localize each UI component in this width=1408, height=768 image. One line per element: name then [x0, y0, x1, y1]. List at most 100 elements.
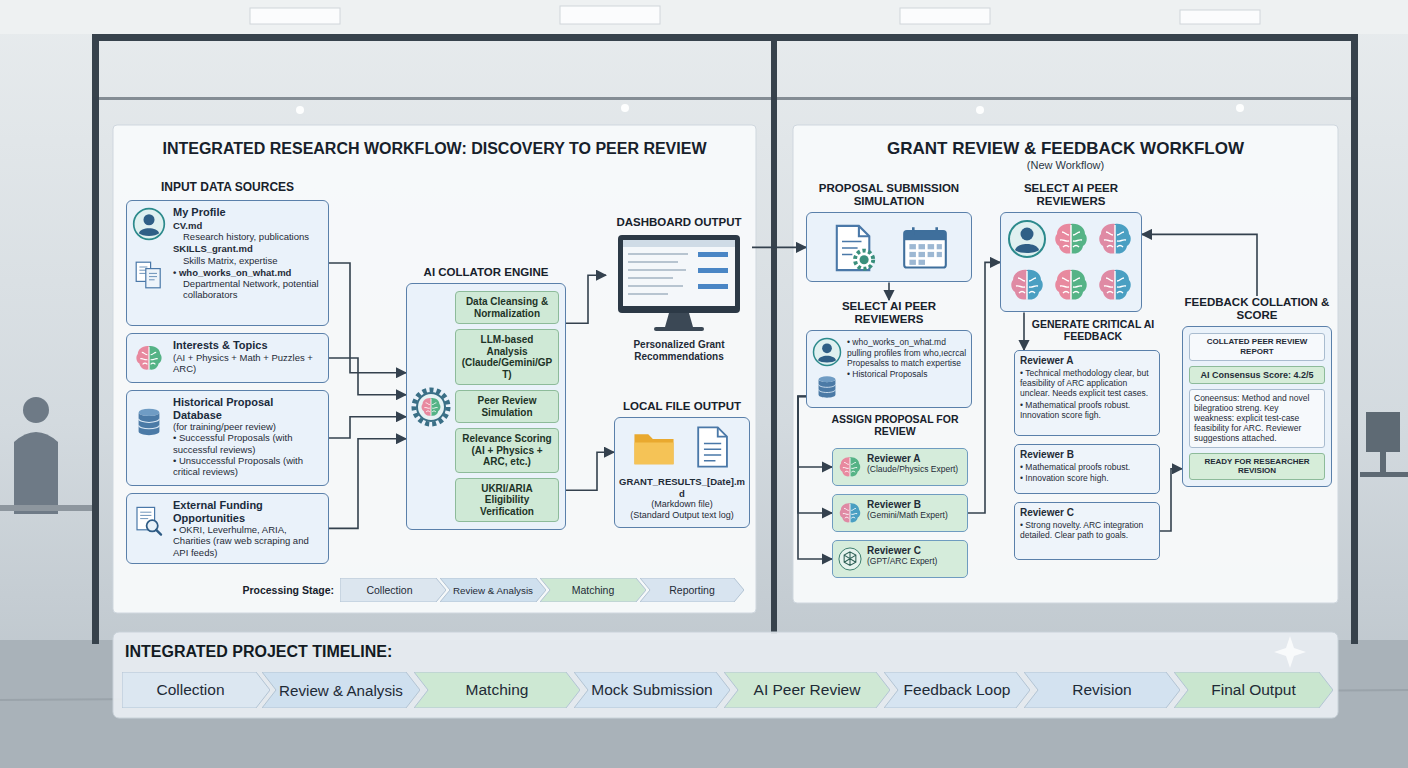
node-frame: Reporting: [640, 578, 744, 602]
icon: [132, 207, 166, 241]
node-text: Skills Matrix, expertise: [173, 255, 323, 266]
process-step: Relevance Scoring (AI + Physics + ARC, e…: [455, 428, 559, 473]
node-text: (for training/peer review): [173, 421, 323, 432]
timeline-band: INTEGRATED PROJECT TIMELINE:CollectionRe…: [113, 632, 1338, 718]
node-frame: Revision: [1024, 672, 1180, 708]
node-title: External Funding Opportunities: [173, 499, 323, 524]
node-text: • Successful Proposals (with successful …: [173, 432, 323, 454]
feedback-box: Reviewer C• Strong novelty. ARC integrat…: [1014, 502, 1160, 560]
node-text: (Markdown file): [619, 499, 745, 510]
icon: [133, 405, 165, 439]
node-frame: Reviewer C(GPT/ARC Expert): [832, 540, 968, 578]
connector: [329, 358, 406, 395]
node-title: Feedback Loop: [904, 681, 1011, 699]
stage-chevron: Collection: [122, 672, 270, 708]
process-box: LOCAL FILE OUTPUTGRANT_RESULTS_[Date].md…: [614, 400, 750, 528]
process-box: SELECT AI PEER REVIEWERS: [1000, 182, 1142, 312]
icon: [1095, 265, 1135, 305]
panel: INTEGRATED RESEARCH WORKFLOW: DISCOVERY …: [113, 125, 756, 613]
node-title: Matching: [466, 681, 529, 699]
icon: [411, 387, 451, 427]
icon: [1095, 219, 1135, 259]
node-frame: Coneensus: Method and novel bilegratioo …: [1189, 389, 1325, 448]
icon: [689, 424, 735, 470]
node-title: SELECT AI PEER REVIEWERS: [1000, 182, 1142, 208]
node-frame: UKRI/ARIA Eligibility Verification: [455, 478, 559, 523]
section-label: INPUT DATA SOURCES: [126, 181, 329, 195]
node-text: • Strong novelty. ARC integration detail…: [1020, 520, 1154, 540]
node-title: Relevance Scoring (AI + Physics + ARC, e…: [459, 433, 555, 468]
node-frame: External Funding Opportunities• OKRI, Le…: [126, 493, 329, 564]
reviewer-box: Reviewer A(Claude/Physics Expert): [832, 448, 968, 486]
process-box: PROPOSAL SUBMISSION SIMULATION: [806, 182, 972, 282]
node-frame: Relevance Scoring (AI + Physics + ARC, e…: [455, 428, 559, 473]
icon: [133, 259, 165, 291]
node-title: READY FOR RESEARCHER REVISION: [1194, 457, 1320, 476]
stage-chevron: Reporting: [640, 578, 744, 602]
icon: [829, 222, 881, 274]
connector: [1160, 469, 1182, 531]
node-title: AI COLLATOR ENGINE: [406, 266, 566, 279]
node-text: (New Workflow): [793, 159, 1338, 171]
node-frame: COLLATED PEER REVIEW REPORT: [1189, 333, 1325, 360]
node-title: AI Peer Review: [754, 681, 861, 699]
node-text: • Innovation score high.: [1020, 473, 1154, 483]
feedback-box: Reviewer B• Mathematical proofs robust.•…: [1014, 444, 1160, 494]
process-step: UKRI/ARIA Eligibility Verification: [455, 478, 559, 523]
node-frame: AI Consensus Score: 4.2/5: [1189, 366, 1325, 384]
node-title: Coneensus: Method and novel bilegratioo …: [1194, 393, 1320, 444]
icon: [133, 342, 165, 374]
node-frame: [806, 212, 972, 282]
section-label: ASSIGN PROPOSAL FOR REVIEW: [812, 413, 978, 437]
icon: [837, 500, 863, 526]
node-title: UKRI/ARIA Eligibility Verification: [459, 483, 555, 518]
node-title: Data Cleansing & Normalization: [459, 296, 555, 319]
stage-chevron: Review & Analysis: [440, 578, 546, 602]
process-box: Historical Proposal Database(for trainin…: [126, 390, 329, 486]
node-frame: Data Cleansing & Normalization: [455, 291, 559, 324]
icon: [631, 424, 677, 470]
node-text: • who_works_on_what.md pulling profiles …: [847, 337, 967, 368]
stage-chevron: Revision: [1024, 672, 1180, 708]
connector: [1023, 312, 1025, 350]
node-frame: Reviewer B(Gemini/Math Expert): [832, 494, 968, 532]
node-title: Interests & Topics: [173, 339, 323, 352]
node-title: Review & Analysis: [279, 682, 403, 699]
report-field: READY FOR RESEARCHER REVISION: [1189, 453, 1325, 480]
stage-chevron: Mock Submission: [574, 672, 730, 708]
node-frame: Interests & Topics(AI + Physics + Math +…: [126, 333, 329, 383]
node-frame: Collection: [340, 578, 446, 602]
node-text: CV.md: [173, 220, 323, 231]
connector: [329, 417, 406, 438]
node-title: Mock Submission: [591, 681, 712, 699]
feedback-box: Reviewer A• Technical methodology clear,…: [1014, 350, 1160, 436]
node-text: (Standard Output text log): [619, 510, 745, 521]
process-box: External Funding Opportunities• OKRI, Le…: [126, 493, 329, 564]
icon: [837, 546, 863, 572]
node-title: Review & Analysis: [453, 585, 533, 596]
node-title: Final Output: [1211, 681, 1295, 699]
connector: [888, 282, 890, 300]
node-text: (GPT/ARC Expert): [867, 557, 963, 567]
node-frame: READY FOR RESEARCHER REVISION: [1189, 453, 1325, 480]
node-text: • who_works_on_what.md: [173, 267, 323, 278]
connector: [1142, 234, 1257, 296]
node-frame: My ProfileCV.mdResearch history, publica…: [126, 200, 329, 326]
node-title: INTEGRATED RESEARCH WORKFLOW: DISCOVERY …: [113, 125, 756, 158]
process-box: AI COLLATOR ENGINE Data Cleansing & Norma…: [406, 266, 566, 530]
node-text: (Gemini/Math Expert): [867, 511, 963, 521]
node-frame: GRANT REVIEW & FEEDBACK WORKFLOW(New Wor…: [793, 125, 1338, 603]
node-text: • Mathematical proofs robust. Innovation…: [1020, 400, 1154, 420]
node-text: Departmental Network, potential collabor…: [173, 278, 323, 300]
node-title: FEEDBACK COLLATION & SCORE: [1182, 296, 1332, 322]
node-frame: Data Cleansing & NormalizationLLM-based …: [406, 283, 566, 530]
output-display: DASHBOARD OUTPUTPersonalized Grant Recom…: [606, 216, 752, 365]
node-title: Reviewer B: [1020, 449, 1154, 461]
icon: [133, 504, 165, 538]
connector: [566, 275, 606, 323]
connector: [752, 247, 806, 249]
icon: [814, 373, 840, 401]
node-text: • Unsuccessful Proposals (with critical …: [173, 455, 323, 477]
node-frame: [1000, 212, 1142, 312]
node-text: Research history, publications: [173, 231, 323, 242]
